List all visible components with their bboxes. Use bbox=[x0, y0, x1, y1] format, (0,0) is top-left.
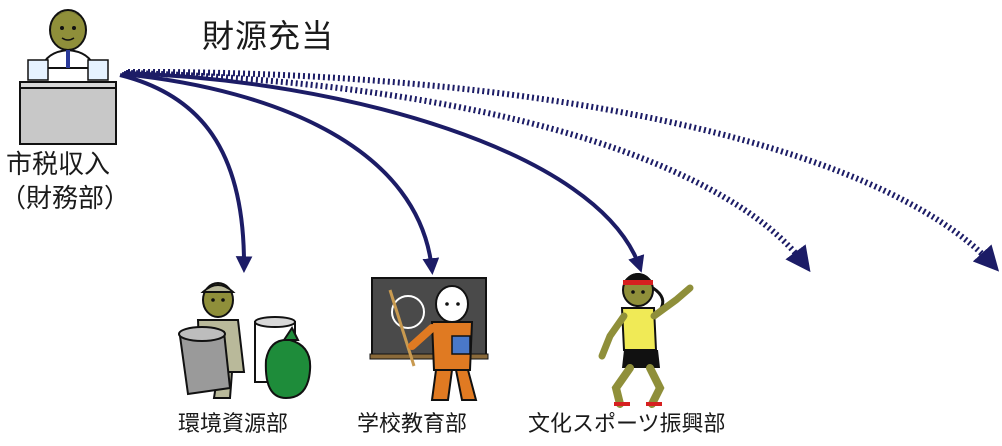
arrow-dashed-1 bbox=[125, 70, 811, 273]
arrow-to-school-education bbox=[121, 72, 440, 276]
arrow-to-environment bbox=[119, 73, 253, 274]
destination-label-culture-sports: 文化スポーツ振興部 bbox=[528, 412, 726, 437]
sanitation-worker-icon bbox=[178, 282, 312, 400]
source-label-line2: （財務部） bbox=[0, 184, 131, 214]
clerk-at-desk-icon bbox=[19, 9, 117, 145]
destination-label-school-education: 学校教育部 bbox=[357, 412, 468, 437]
runner-icon bbox=[598, 273, 694, 408]
arrow-dashed-2 bbox=[127, 68, 1000, 272]
source-label-line1: 市税収入 bbox=[6, 150, 111, 180]
diagram-title: 財源充当 bbox=[202, 17, 335, 55]
destination-label-environment: 環境資源部 bbox=[178, 412, 289, 437]
teacher-blackboard-icon bbox=[369, 277, 489, 401]
